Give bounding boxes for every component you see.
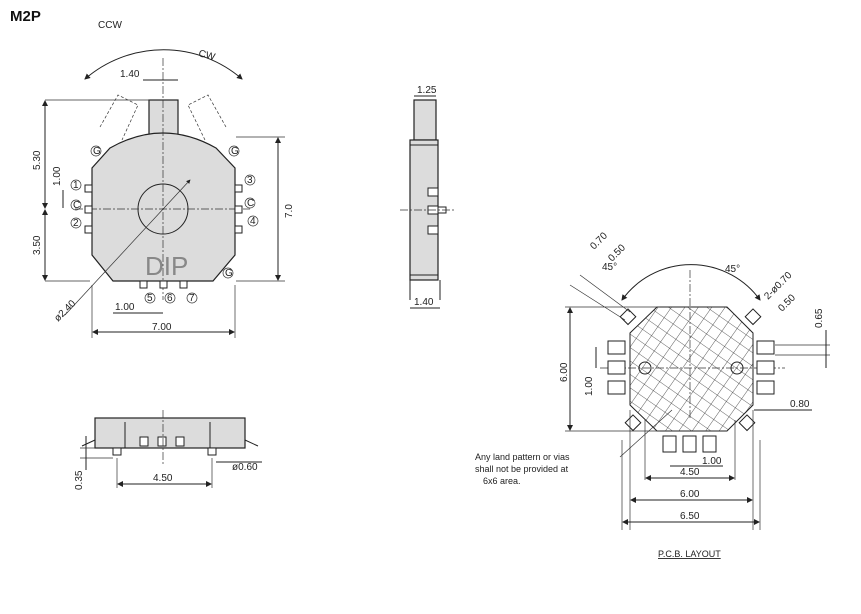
svg-text:G: G [225,268,233,279]
pcb-layout: 45° 45° 0.70 0.50 2-ø0.70 0.50 0.65 0.80… [475,230,830,559]
svg-text:1: 1 [73,180,79,191]
cw-label: CW [197,48,216,63]
dim-side-pitch: 1.00 [584,376,595,396]
dim-area-height: 6.00 [559,362,570,382]
svg-text:C: C [73,200,80,211]
dim-knob-diameter: ø2.40 [52,298,78,324]
dim-pin-pitch-side: 1.00 [52,166,63,186]
svg-text:5: 5 [147,293,153,304]
bottom-view: 0.35 4.50 ø0.60 [74,410,262,490]
dim-pin-diameter: ø0.60 [232,462,258,473]
front-view: CCW CW 1.40 5.30 1.00 3.50 7.0 7.00 1.00… [32,20,295,338]
dim-shaft-width: 1.40 [120,69,140,80]
dim-width-650: 6.50 [680,511,700,522]
dim-hole-pad: 0.50 [776,292,798,314]
dim-pin-pitch-bottom: 1.00 [115,302,135,313]
dim-body-height: 7.0 [284,204,295,218]
rotation-arc [84,49,243,80]
svg-text:7: 7 [189,293,195,304]
dim-bottom-pitch: 1.00 [702,456,722,467]
svg-text:2: 2 [73,218,79,229]
svg-text:C: C [247,198,254,209]
dim-height-lower: 3.50 [32,235,43,255]
dim-body-width: 7.00 [152,322,172,333]
svg-text:6: 6 [167,293,173,304]
dim-bottom-height: 0.35 [74,470,85,490]
pin-labels: 1 2 3 4 5 6 7 C C G G G [70,145,259,304]
dim-width-600: 6.00 [680,489,700,500]
angle-left: 45° [602,262,617,273]
dim-height-upper: 5.30 [32,150,43,170]
ccw-label: CCW [98,20,122,31]
note-line-3: 6x6 area. [483,476,521,486]
dip-marking: DIP [145,251,188,281]
pcb-layout-label: P.C.B. LAYOUT [658,549,721,559]
dim-side-bottom: 1.40 [414,297,434,308]
keep-out-area [629,306,754,432]
angle-right: 45° [725,264,740,275]
svg-text:3: 3 [247,175,253,186]
part-title: M2P [10,8,41,25]
dim-slot-outer: 0.70 [588,230,610,252]
dim-pad-height: 0.65 [814,308,825,328]
dim-side-top: 1.25 [417,85,437,96]
svg-text:4: 4 [250,216,256,227]
svg-text:G: G [93,146,101,157]
dim-pad-offset: 0.80 [790,399,810,410]
dim-pin-span: 4.50 [153,473,173,484]
side-view: 1.25 1.40 [400,85,455,309]
dim-width-450: 4.50 [680,467,700,478]
note-line-1: Any land pattern or vias [475,452,570,462]
dim-slot-inner: 0.50 [606,242,628,264]
note-line-2: shall not be provided at [475,464,569,474]
svg-text:G: G [231,146,239,157]
